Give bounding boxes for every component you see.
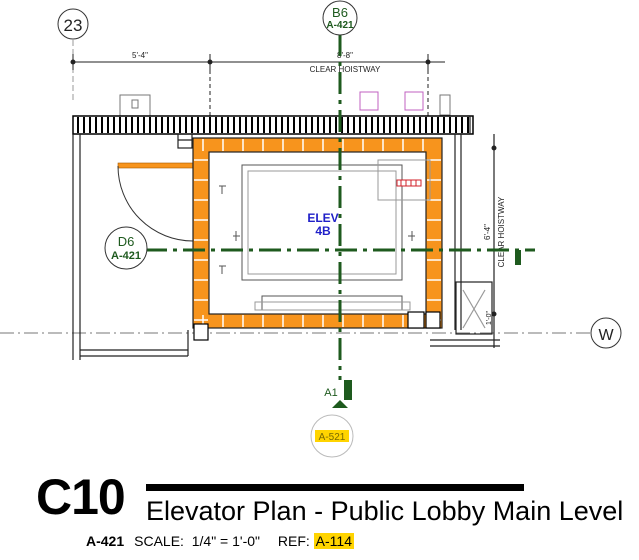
drawing-number: C10 — [36, 469, 126, 525]
scale-label: SCALE: — [134, 533, 184, 549]
elevator-label-line1: ELEV — [307, 211, 338, 225]
elevator-controller — [377, 159, 431, 201]
section-mark-left: D6 A-421 — [104, 226, 148, 270]
drawing-title: Elevator Plan - Public Lobby Main Level — [146, 496, 624, 526]
drawing-subtitle: A-421 SCALE: 1/4" = 1'-0" REF: A-114 — [86, 533, 354, 549]
section-mark-left-sheet: A-421 — [111, 250, 141, 262]
section-mark-bottom-ref: A-521 — [319, 432, 346, 443]
ref-value[interactable]: A-114 — [313, 533, 354, 549]
section-mark-top-detail: B6 — [332, 5, 348, 20]
title-rule — [146, 484, 524, 491]
dimension-left-width: 5'-4" — [132, 51, 148, 60]
grid-bubble-23-label: 23 — [64, 16, 83, 35]
grid-bubble-23: 23 — [57, 8, 89, 40]
section-mark-top-sheet: A-421 — [326, 20, 354, 31]
sheet-number: A-421 — [86, 533, 125, 549]
grid-bubble-w: W — [590, 317, 622, 349]
masonry-joints — [194, 139, 441, 327]
upper-room-fixtures — [119, 91, 451, 118]
section-mark-bottom-detail: A1 — [324, 387, 337, 399]
floor-plan-drawing: 23 W 5'-4" 8'-8" CLEAR HOISTWAY — [0, 0, 622, 458]
dimension-small: 1'-0" — [486, 311, 493, 325]
left-room-walls — [72, 133, 200, 360]
elevator-car — [219, 164, 415, 311]
section-mark-top: B6 A-421 — [322, 0, 358, 36]
dimension-hoistway-depth-label: CLEAR HOISTWAY — [497, 196, 506, 267]
dimension-hoistway-depth: 6'-4" — [483, 224, 492, 240]
section-arrow-right — [515, 250, 521, 265]
dimension-string-right — [491, 145, 497, 317]
section-mark-bottom: A1 A-521 — [310, 380, 354, 458]
masonry-shaft — [193, 138, 442, 328]
drawing-title-block: C10 Elevator Plan - Public Lobby Main Le… — [0, 470, 639, 560]
dimension-hoistway-width: 8'-8" — [337, 51, 353, 60]
scale-value: 1/4" = 1'-0" — [191, 533, 260, 549]
dimension-string-top — [70, 54, 445, 120]
dimension-hoistway-width-label: CLEAR HOISTWAY — [310, 65, 381, 74]
grid-bubble-w-label: W — [598, 327, 614, 344]
elevator-label-line2: 4B — [315, 224, 331, 238]
wall-band-ticks — [77, 117, 469, 133]
shaft-corner-posts — [193, 311, 441, 341]
section-mark-left-detail: D6 — [118, 234, 135, 249]
ref-label: REF: — [277, 533, 310, 549]
